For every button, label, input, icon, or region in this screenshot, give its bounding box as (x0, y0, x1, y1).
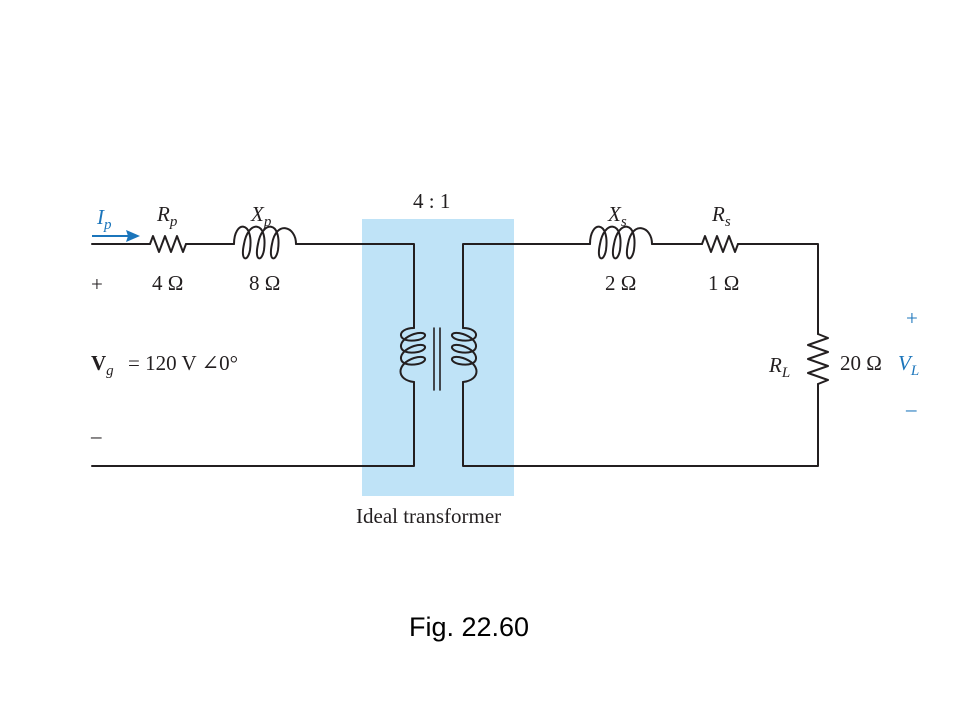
load-voltage-symbol: VL (898, 351, 919, 379)
rp-symbol: Rp (156, 202, 178, 230)
figure-caption: Fig. 22.60 (409, 612, 529, 642)
source-minus: – (90, 424, 102, 448)
transformer-caption: Ideal transformer (356, 504, 501, 528)
xp-value: 8 Ω (249, 271, 280, 295)
rs-value: 1 Ω (708, 271, 739, 295)
secondary-top-wire-right (737, 243, 819, 335)
transformer-box (362, 219, 514, 496)
secondary-bottom-wire (462, 381, 819, 467)
primary-top-wire-right (295, 243, 415, 329)
resistor-rl (807, 333, 829, 385)
rs-symbol: Rs (711, 202, 731, 230)
rl-symbol: RL (768, 353, 790, 381)
source-voltage-symbol: Vg (91, 351, 114, 379)
load-plus: + (906, 306, 918, 330)
resistor-rp (149, 235, 187, 253)
current-label: Ip (96, 205, 112, 233)
current-arrow-head (126, 230, 140, 242)
inductor-xp (233, 225, 297, 260)
turns-ratio: 4 : 1 (413, 189, 450, 213)
xs-value: 2 Ω (605, 271, 636, 295)
rp-value: 4 Ω (152, 271, 183, 295)
resistor-rs (701, 235, 739, 253)
rl-value: 20 Ω (840, 351, 882, 375)
primary-bottom-wire (91, 381, 415, 467)
xp-symbol: Xp (250, 202, 272, 230)
load-minus: – (905, 397, 917, 421)
secondary-top-wire-left (462, 243, 591, 329)
inductor-xs (589, 225, 653, 260)
xs-symbol: Xs (607, 202, 627, 230)
primary-coil (399, 327, 426, 383)
secondary-coil (451, 327, 478, 383)
source-voltage-value: = 120 V ∠0° (128, 351, 238, 375)
source-plus: + (91, 272, 103, 296)
